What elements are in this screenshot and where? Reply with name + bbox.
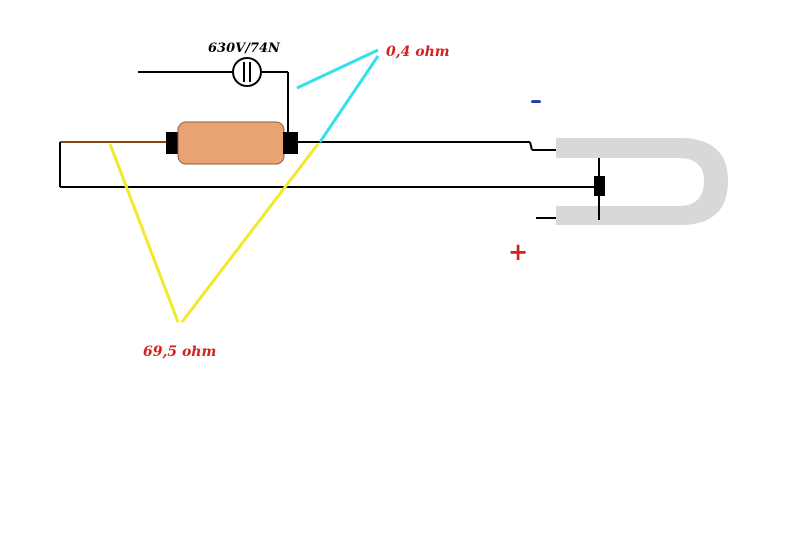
resistor-body — [177, 121, 285, 165]
resistor-right-cap — [283, 132, 298, 154]
top-wire-step — [529, 141, 533, 151]
yellow-pointer-right — [180, 143, 320, 323]
low-resistance-label: 0,4 ohm — [386, 44, 450, 60]
low-resistance-pointer — [296, 48, 380, 143]
capacitor-rating-label: 630V/74N — [208, 41, 281, 56]
minus-sign-label: – — [530, 85, 542, 114]
wiring — [59, 71, 597, 188]
capacitor-circle — [232, 57, 262, 87]
fluorescent-tube — [532, 138, 728, 225]
cyan-pointer-lower — [318, 55, 380, 143]
capacitor — [232, 57, 262, 87]
resistor-left-cap — [166, 132, 180, 154]
high-resistance-label: 69,5 ohm — [143, 344, 216, 360]
resistor — [166, 121, 298, 165]
tube-body — [556, 138, 728, 225]
cyan-pointer-upper — [296, 48, 379, 90]
high-resistance-pointer — [108, 143, 320, 323]
plus-sign-label: + — [508, 237, 528, 266]
yellow-pointer-left — [108, 143, 180, 323]
tube-electrode-pin — [594, 176, 605, 196]
